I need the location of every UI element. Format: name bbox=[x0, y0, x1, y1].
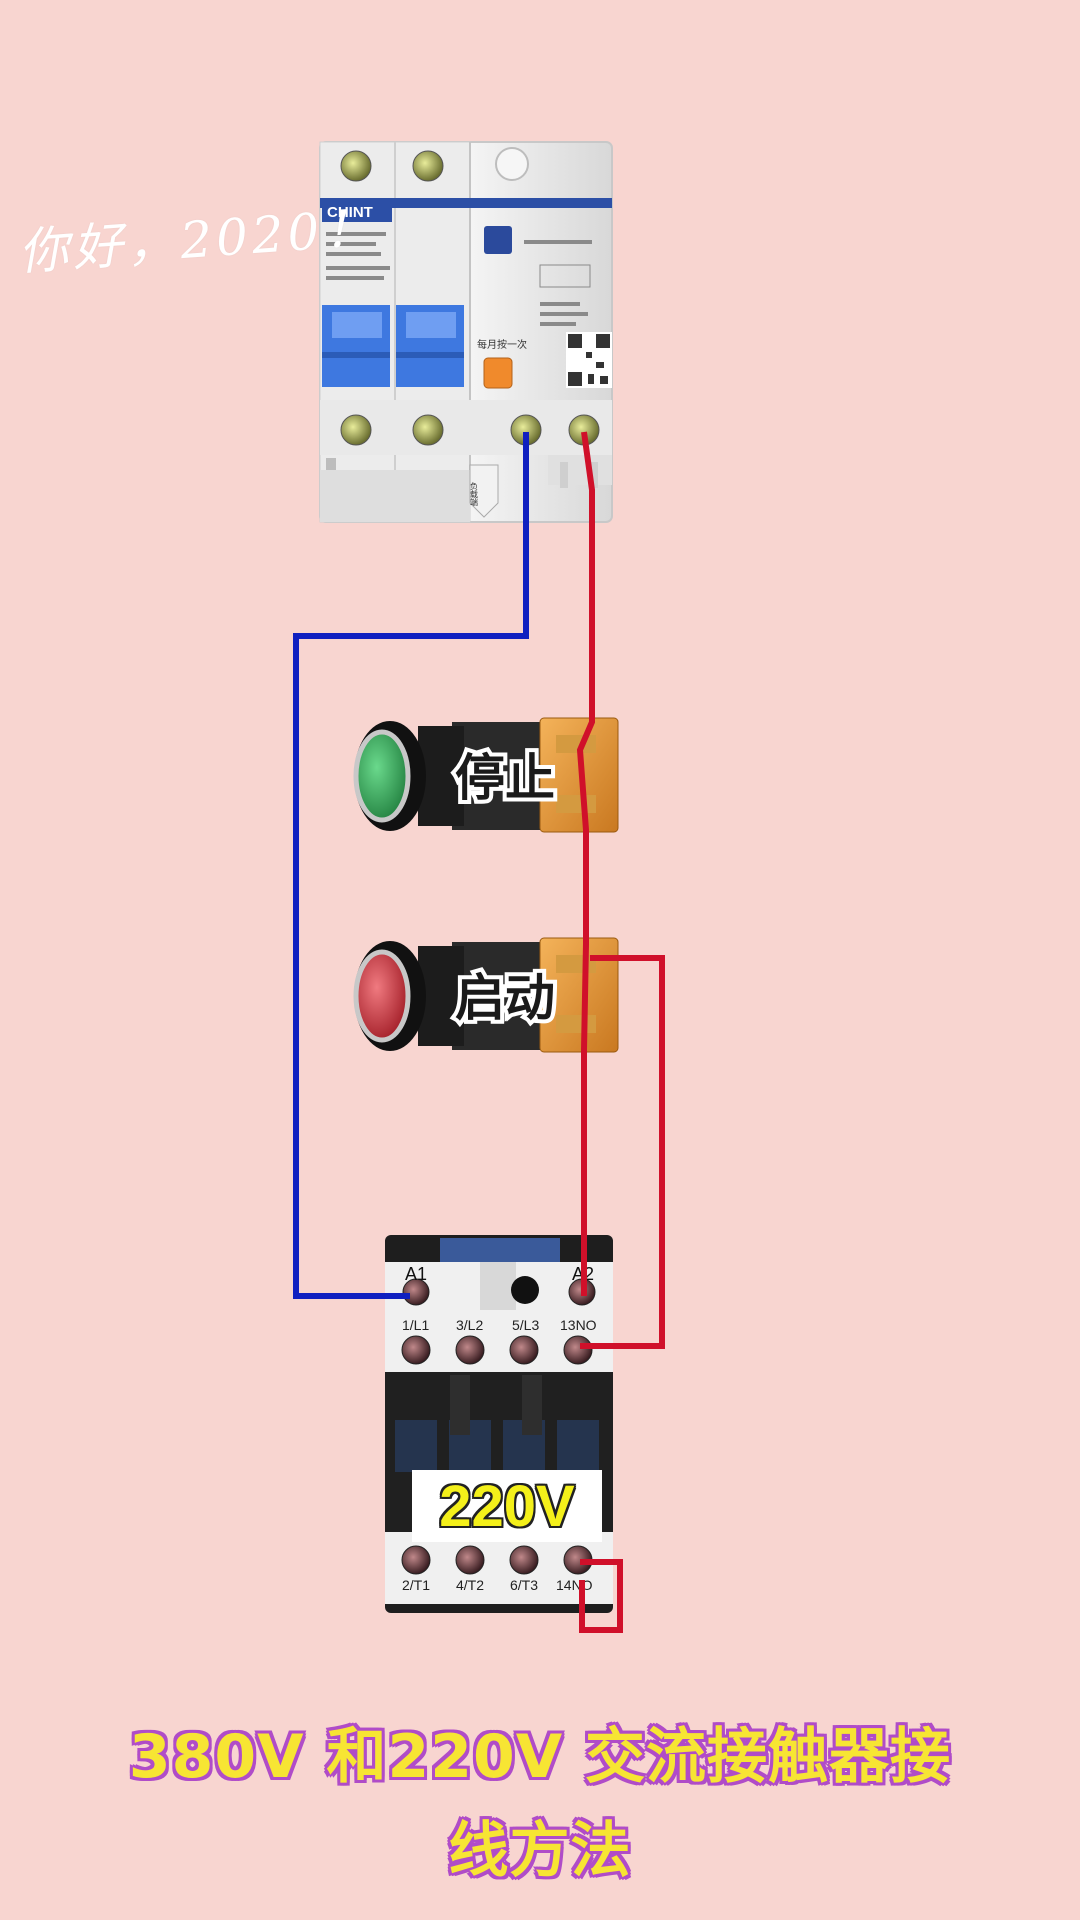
coil-voltage-plate: 220V bbox=[412, 1470, 602, 1542]
14no-loop-wire bbox=[579, 1559, 623, 1633]
top-terminal-label-2: 3/L2 bbox=[456, 1317, 483, 1333]
top-terminal-label-1: 1/L1 bbox=[402, 1317, 429, 1333]
stop-button-cap[interactable] bbox=[353, 729, 411, 823]
coil-voltage-label: 220V bbox=[439, 1473, 575, 1539]
bottom-terminal-label-1: 2/T1 bbox=[402, 1577, 430, 1593]
brand-label: CHINT bbox=[327, 204, 373, 221]
caption-line-1: 380V 和220V 交流接触器接 bbox=[128, 1722, 952, 1792]
breaker-bottom-screw-2 bbox=[412, 414, 444, 446]
breaker-top-screw-1 bbox=[340, 150, 372, 182]
breaker-top-screw-2 bbox=[412, 150, 444, 182]
bottom-terminal-screw-1 bbox=[401, 1545, 431, 1575]
top-terminal-screw-2 bbox=[455, 1335, 485, 1365]
top-terminal-label-4: 13NO bbox=[560, 1317, 597, 1333]
bottom-terminal-screw-3 bbox=[509, 1545, 539, 1575]
top-terminal-label-3: 5/L3 bbox=[512, 1317, 539, 1333]
bottom-terminal-label-3: 6/T3 bbox=[510, 1577, 538, 1593]
top-terminal-screw-4 bbox=[563, 1335, 593, 1365]
test-indicator bbox=[484, 226, 512, 254]
neutral-wire bbox=[293, 432, 529, 1299]
start-button-label: 启动 bbox=[455, 969, 555, 1027]
test-button-label: 每月按一次 bbox=[477, 338, 527, 351]
ac-contactor: A1 A2 1/L1 3/L2 5/L3 13NO 2/T1 4/T2 6/T3… bbox=[385, 1235, 613, 1613]
test-button[interactable] bbox=[483, 357, 513, 389]
start-button-cap[interactable] bbox=[353, 949, 411, 1043]
breaker-lever-1[interactable] bbox=[322, 305, 390, 387]
top-terminal-screw-1 bbox=[401, 1335, 431, 1365]
live-wire-main bbox=[576, 431, 595, 1296]
bottom-terminal-label-2: 4/T2 bbox=[456, 1577, 484, 1593]
bottom-terminal-label-4: 14NO bbox=[556, 1577, 593, 1593]
breaker-indicator-window bbox=[495, 147, 529, 181]
breaker-lever-2[interactable] bbox=[396, 305, 464, 387]
coil-label-a1: A1 bbox=[405, 1264, 427, 1284]
holding-wire bbox=[580, 955, 665, 1349]
circuit-breaker: CHINT 每月按一次 bbox=[319, 141, 613, 523]
caption-line-2: 线方法 bbox=[448, 1816, 632, 1886]
bottom-terminal-screw-2 bbox=[455, 1545, 485, 1575]
top-terminal-screw-3 bbox=[509, 1335, 539, 1365]
load-side-label: 负载端 bbox=[470, 481, 479, 507]
qr-code bbox=[566, 332, 612, 388]
stop-button-label: 停止 bbox=[455, 749, 555, 807]
breaker-bottom-screw-1 bbox=[340, 414, 372, 446]
brand-plate bbox=[322, 200, 392, 222]
